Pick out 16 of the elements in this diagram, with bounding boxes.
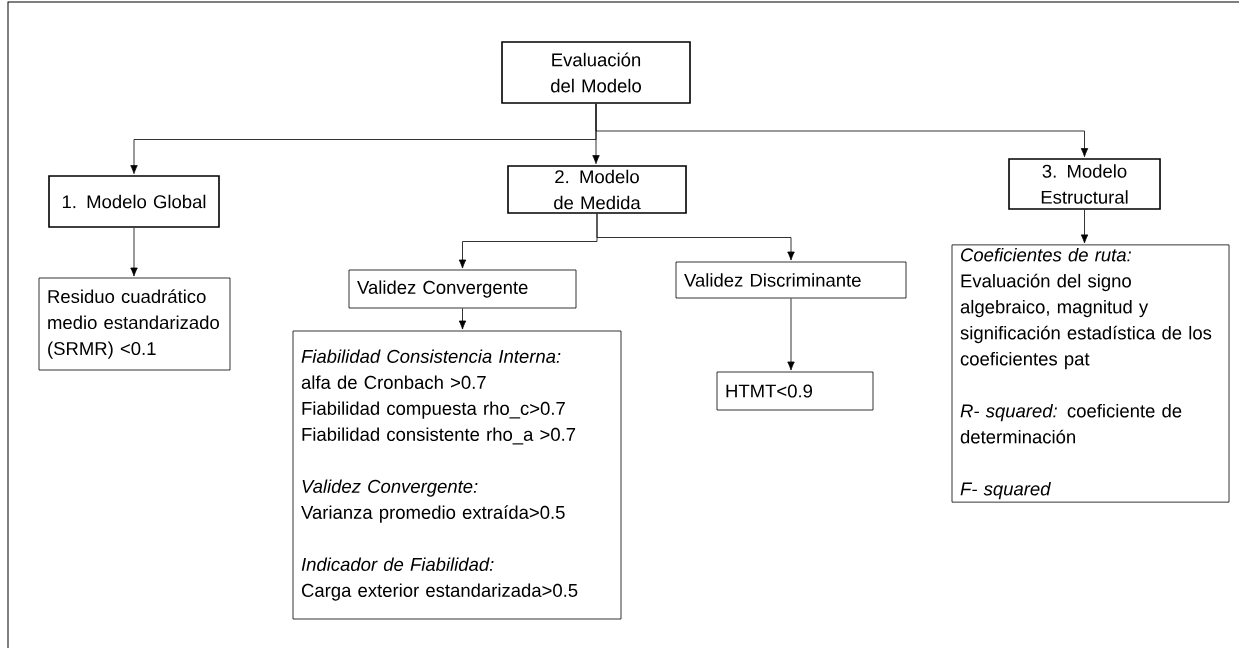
arrow bbox=[130, 227, 138, 277]
heading-box: 3. Modelo Estructural bbox=[1008, 158, 1161, 210]
process-box: Residuo cuadrático medio estandarizado (SRMR) <0.1 bbox=[38, 277, 231, 371]
process-box: HTMT<0.9 bbox=[716, 371, 874, 411]
arrow bbox=[595, 103, 1089, 158]
arrow bbox=[458, 308, 467, 330]
heading-box: 1. Modelo Global bbox=[48, 175, 220, 228]
arrow bbox=[1080, 209, 1089, 244]
process-box: Validez Convergente bbox=[348, 269, 577, 309]
arrow bbox=[596, 213, 795, 261]
process-box: Fiabilidad Consistencia Interna: alfa de Cronbach >0.7 Fiabilidad compuesta rho_c>0.7 Fiabilidad consistente rho_a >0.7 Validez Convergente: Varianza promedio extraída>0.5 Indicador de Fiabilidad: Carga exterior estandarizada>0.5 bbox=[292, 330, 622, 620]
heading-box: 2. Modelo de Medida bbox=[507, 165, 687, 214]
heading-box: Evaluación del Modelo bbox=[501, 41, 691, 104]
process-box: Validez Discriminante bbox=[675, 261, 907, 299]
process-box: Coeficientes de ruta: Evaluación del signo algebraico, magnitud y significación estadística de los coeficientes pat R- squared: coeficiente de determinación F- squared bbox=[951, 244, 1230, 503]
arrow bbox=[787, 298, 795, 371]
